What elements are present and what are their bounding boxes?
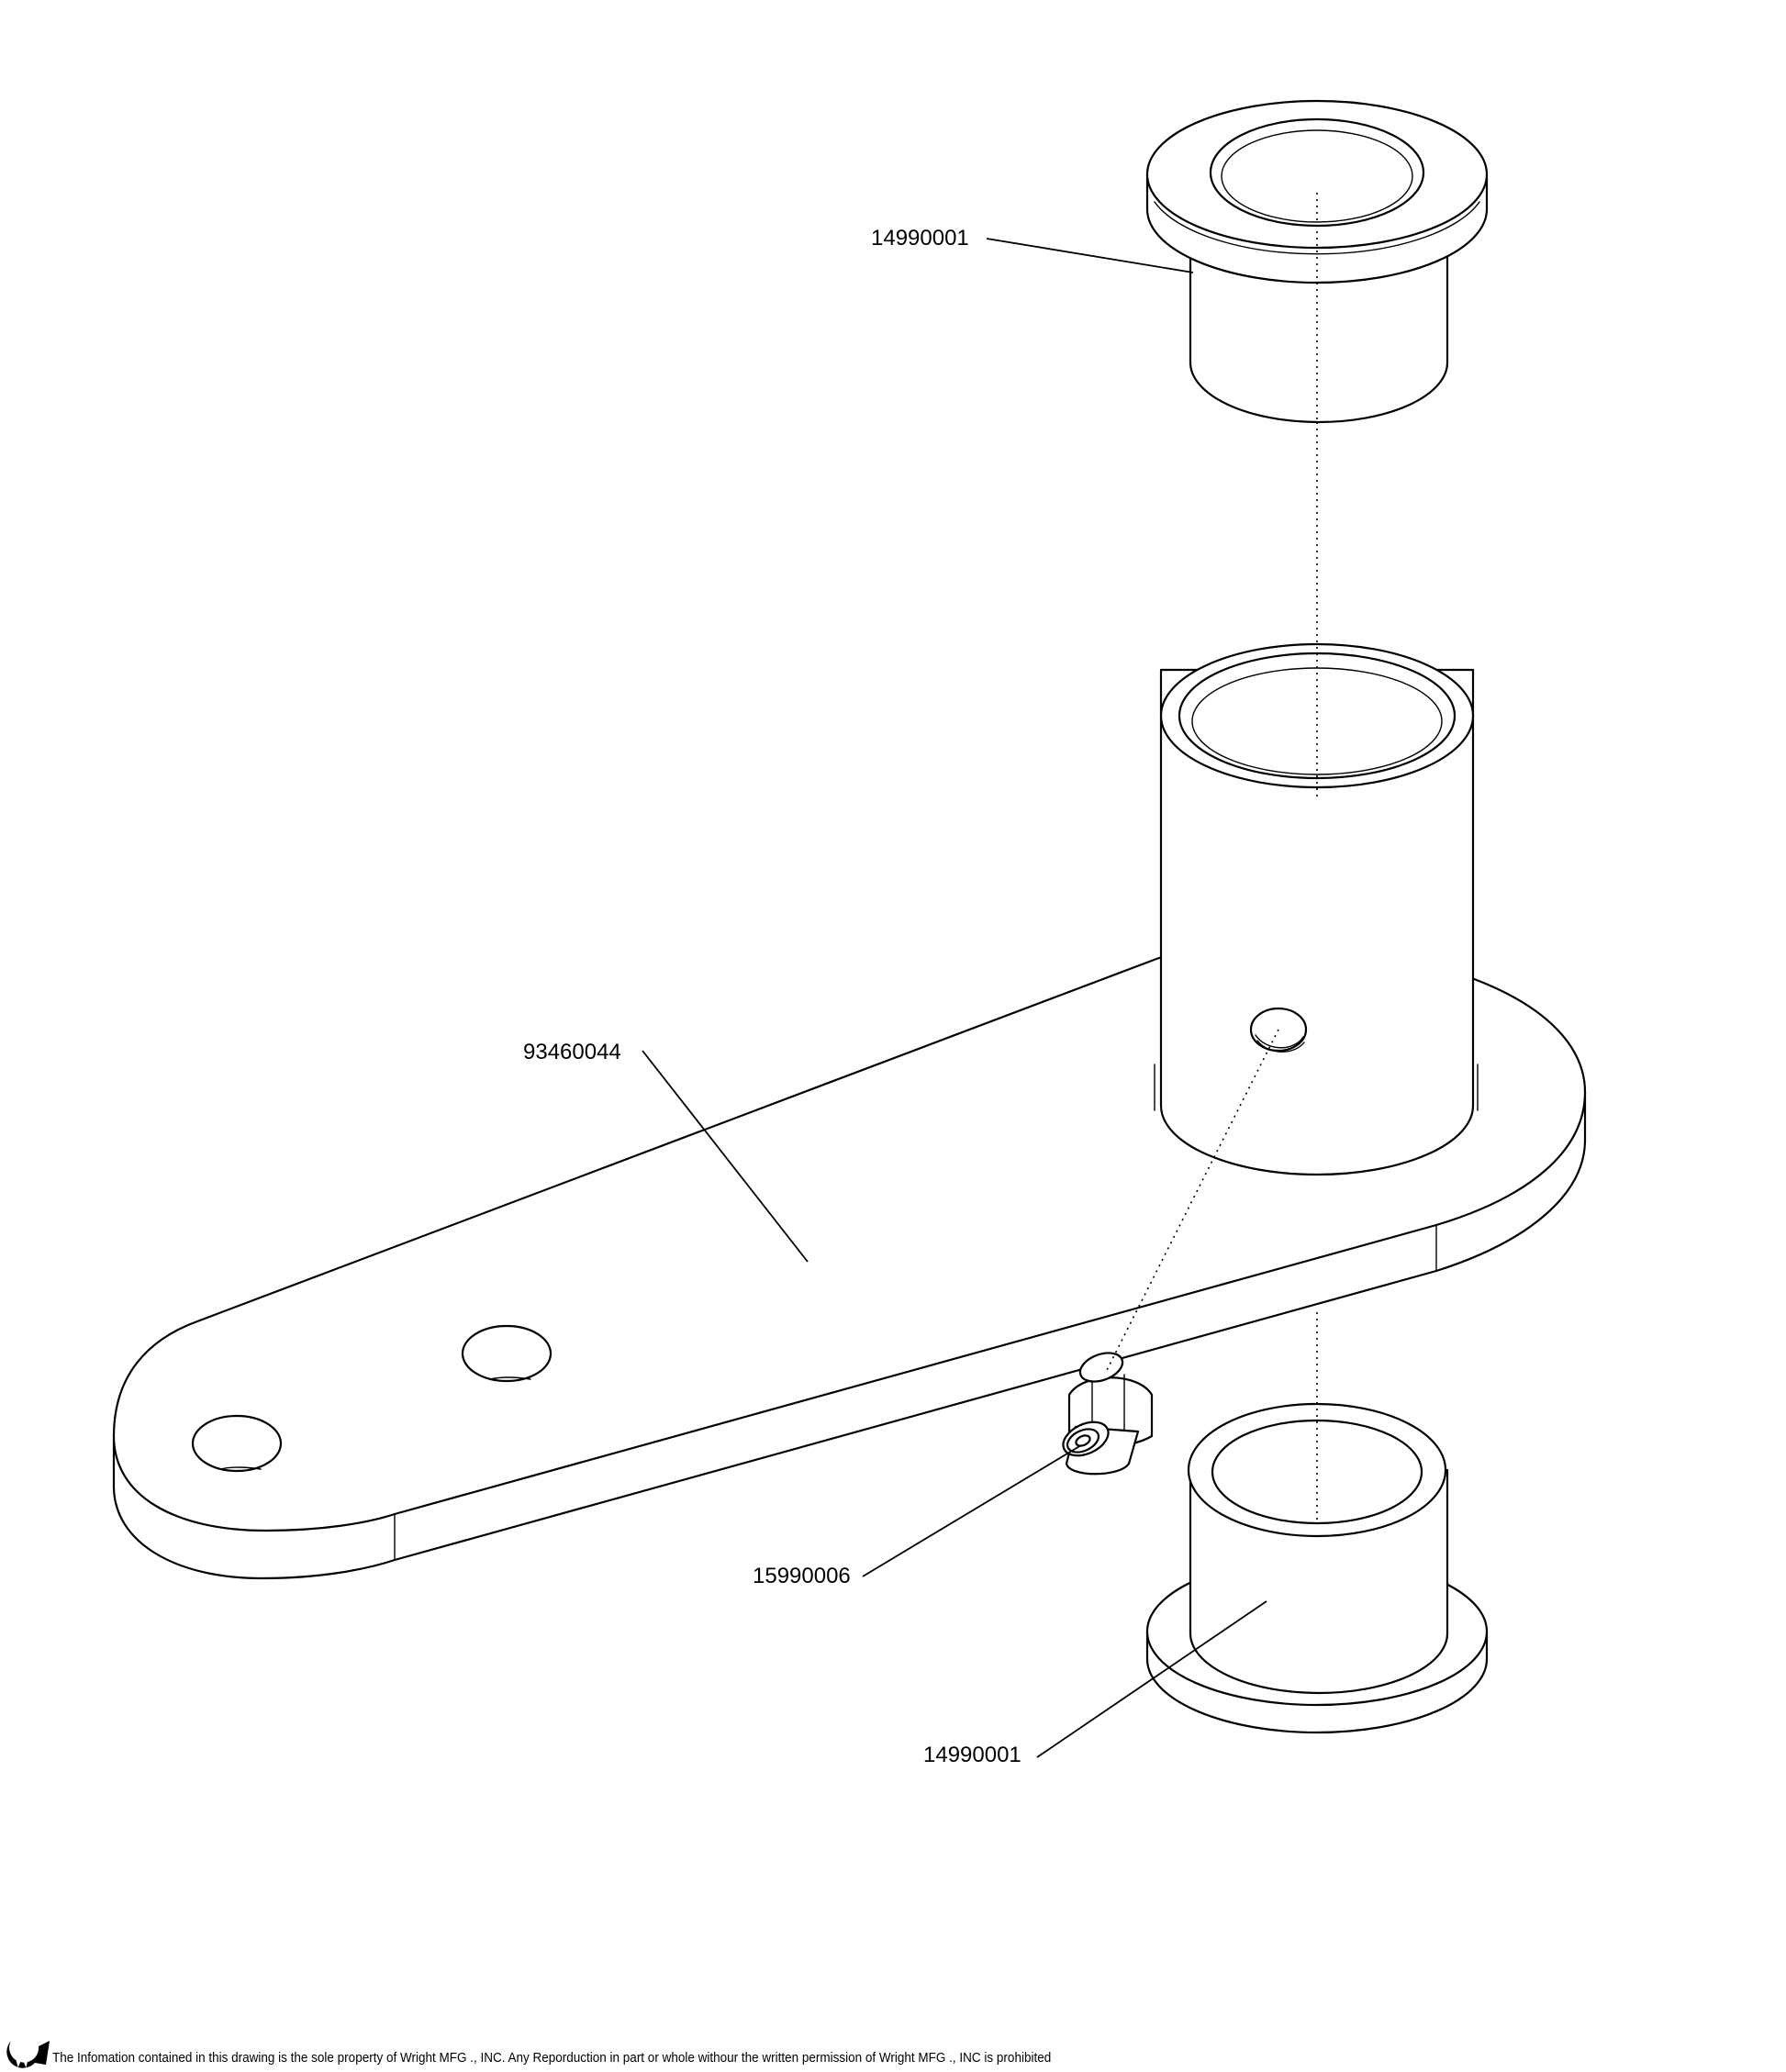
callout-grease-fitting: 15990006 [753,1564,851,1588]
grease-fitting [1062,1352,1154,1476]
arm-hole-1 [191,1414,283,1473]
arm-tube [1154,642,1479,1176]
wright-logo-icon [6,2041,50,2068]
grease-port-icon [1249,1007,1308,1053]
leader-lines [642,238,1267,1758]
bushing-top [1145,99,1489,424]
callout-bushing-top: 14990001 [871,226,969,251]
assembly-axis-lines [1105,193,1318,1523]
bushing-bottom [1145,1402,1489,1734]
arm-hole-2 [461,1324,553,1383]
footer-notice: The Infomation contained in this drawing… [52,2050,1052,2066]
callout-bushing-bottom: 14990001 [923,1743,1021,1767]
callout-arm: 93460044 [523,1040,621,1064]
